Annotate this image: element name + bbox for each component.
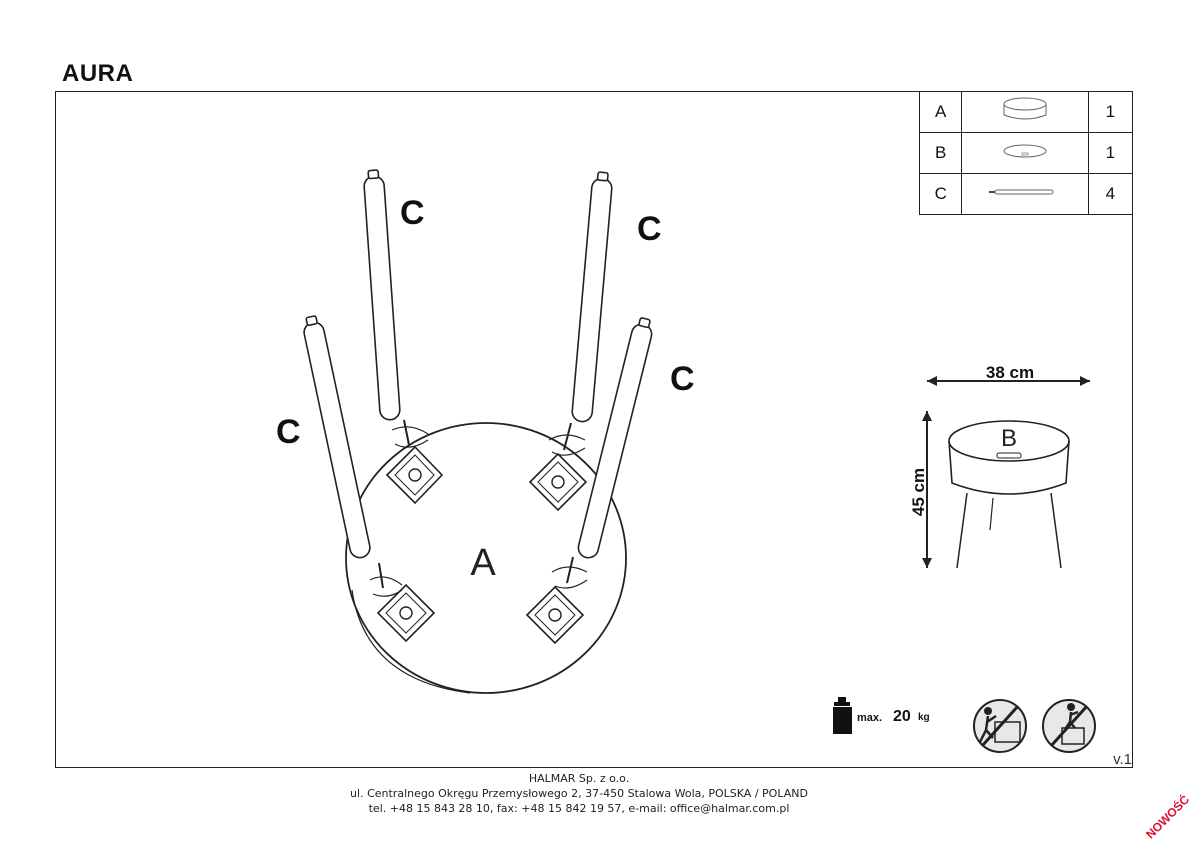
tabletop-icon [961,91,1089,133]
leg-c [571,171,613,423]
max-load-label: max. [857,712,883,724]
width-label: 38 cm [986,363,1034,382]
leg-label: C [276,413,301,451]
part-label: A [918,91,963,133]
no-climbing-icon [973,699,1027,753]
rotation-arrow-icon [369,426,588,597]
screw-icon [378,419,574,589]
mounting-plate [525,585,585,645]
part-qty: 1 [1087,132,1134,174]
leg-c [303,315,371,559]
height-label: 45 cm [909,468,928,516]
leg-label: C [400,194,425,232]
leg-label: C [637,210,662,248]
leg-c [363,169,401,421]
footer-address: ul. Centralnego Okręgu Przemysłowego 2, … [350,787,808,800]
leg-label: C [670,360,695,398]
dimension-drawing: 38 cm 45 cm B [909,363,1090,569]
leg-c [577,317,653,559]
footer-contact: tel. +48 15 843 28 10, fax: +48 15 842 1… [368,802,790,815]
lid-icon [961,132,1089,174]
part-qty: 1 [1087,91,1134,133]
part-a-label: A [470,542,496,584]
parts-row: B 1 [918,132,1134,174]
parts-row: A 1 [918,91,1134,133]
parts-table: A 1 B 1 C 4 [918,91,1134,215]
footer-company: HALMAR Sp. z o.o. [528,772,630,785]
part-label: C [918,173,963,215]
mounting-plate [376,583,436,643]
mounting-plate [528,452,588,512]
version-label: v.1 [1113,751,1132,768]
leg-icon [961,173,1089,215]
part-label: B [918,132,963,174]
lid-label: B [1001,425,1017,452]
mounting-plate [385,445,444,505]
max-load-value: 20 [893,708,911,725]
drawing-frame [55,91,1133,768]
weight-icon [833,697,852,734]
tabletop-a: A [345,422,627,694]
page-title: AURA [62,60,134,87]
part-qty: 4 [1087,173,1134,215]
max-load-unit: kg [918,712,930,723]
no-standing-icon [1042,699,1096,753]
legs [303,169,653,559]
parts-row: C 4 [918,173,1134,215]
